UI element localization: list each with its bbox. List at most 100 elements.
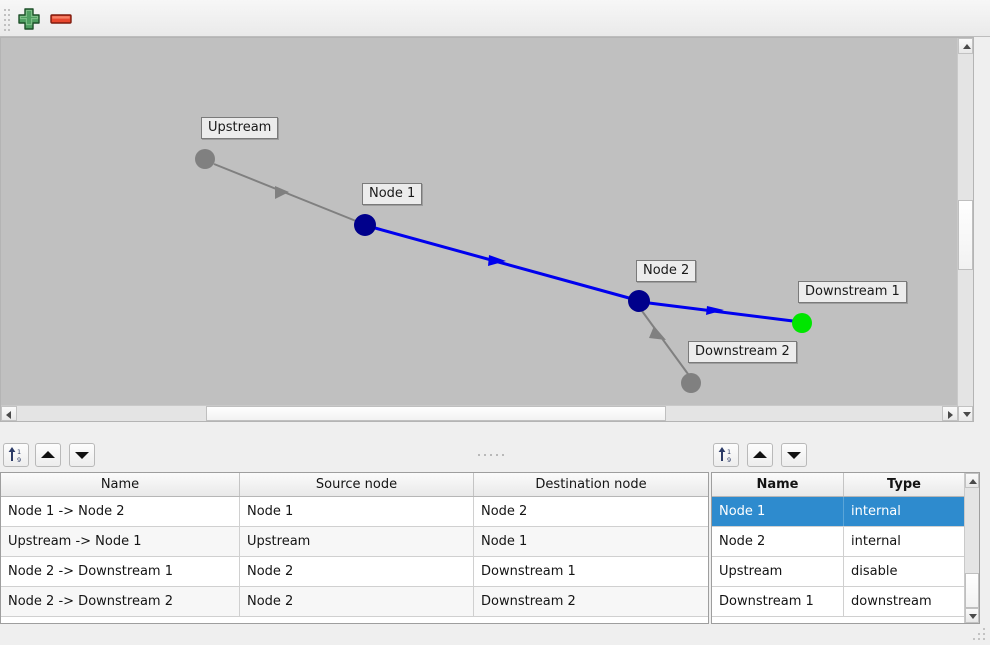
edge-destination: Downstream 2 — [481, 594, 576, 609]
graph-label-upstream[interactable]: Upstream — [201, 117, 279, 139]
triangle-up-icon — [753, 451, 767, 458]
scroll-track-upper[interactable] — [965, 488, 979, 573]
node-name: Node 1 — [712, 497, 844, 526]
node-type: internal — [851, 504, 901, 519]
edges-move-up-button[interactable] — [35, 443, 61, 467]
graph-vertical-scrollbar[interactable] — [957, 38, 973, 421]
edge-name: Node 2 -> Downstream 2 — [1, 587, 240, 616]
graph-label-node2[interactable]: Node 2 — [636, 260, 697, 282]
bottom-panels: 1 9 Name Source no — [0, 440, 990, 645]
svg-text:9: 9 — [727, 456, 731, 464]
scroll-track-upper[interactable] — [958, 54, 973, 200]
nodes-table[interactable]: Name Type Node 1 internal Node 2 interna… — [711, 472, 980, 624]
edge-node1-node2[interactable] — [374, 226, 630, 300]
triangle-up-icon — [41, 451, 55, 458]
minus-icon — [50, 14, 72, 24]
graph-label-node1[interactable]: Node 1 — [362, 183, 423, 205]
graph-horizontal-scrollbar[interactable] — [1, 405, 958, 421]
edges-table[interactable]: Name Source node Destination node Node 1… — [0, 472, 709, 624]
edge-node2-downstream1[interactable] — [648, 301, 794, 323]
graph-node-downstream1[interactable] — [792, 313, 812, 333]
edge-name: Node 2 -> Downstream 1 — [1, 557, 240, 586]
node-name: Node 2 — [712, 527, 844, 556]
hscroll-track-right[interactable] — [666, 406, 942, 421]
nodes-sort-button[interactable]: 1 9 — [713, 443, 739, 467]
svg-text:1: 1 — [727, 448, 731, 456]
graph-node-node1[interactable] — [354, 214, 376, 236]
table-row[interactable]: Node 2 internal — [712, 527, 964, 557]
graph-hscroll-thumb[interactable] — [206, 406, 666, 421]
nodes-table-scrollbar[interactable] — [964, 473, 979, 623]
chevron-left-icon — [6, 411, 11, 419]
sort-ascending-icon: 1 9 — [718, 447, 731, 464]
main-toolbar — [0, 0, 990, 37]
edge-source: Node 1 — [240, 497, 474, 526]
hscroll-track-left[interactable] — [17, 406, 206, 421]
edge-source: Upstream — [240, 527, 474, 556]
graph-node-upstream[interactable] — [195, 149, 215, 169]
node-type: internal — [851, 534, 901, 549]
edges-col-name[interactable]: Name — [1, 473, 240, 496]
edges-move-down-button[interactable] — [69, 443, 95, 467]
edge-destination: Downstream 1 — [481, 564, 576, 579]
scroll-down-button[interactable] — [958, 406, 973, 421]
edges-pane: 1 9 Name Source no — [0, 440, 710, 645]
scroll-right-button[interactable] — [942, 406, 958, 421]
table-row[interactable]: Upstream disable — [712, 557, 964, 587]
table-row[interactable]: Node 1 internal — [712, 497, 964, 527]
chevron-right-icon — [948, 411, 953, 419]
edges-col-destination[interactable]: Destination node — [535, 477, 647, 492]
nodes-col-type[interactable]: Type — [887, 477, 921, 492]
edge-upstream-node1[interactable] — [213, 163, 357, 222]
nodes-vscroll-thumb[interactable] — [965, 573, 979, 608]
node-name: Downstream 1 — [712, 587, 844, 616]
edge-destination: Node 1 — [481, 534, 528, 549]
edges-col-source[interactable]: Source node — [240, 473, 474, 496]
edge-source: Node 2 — [240, 587, 474, 616]
svg-text:9: 9 — [17, 456, 21, 464]
nodes-move-up-button[interactable] — [747, 443, 773, 467]
table-row[interactable]: Node 2 -> Downstream 2 Node 2 Downstream… — [1, 587, 708, 617]
graph-vscroll-thumb[interactable] — [958, 200, 973, 270]
graph-canvas[interactable]: Upstream Node 1 Node 2 Downstream 1 Down… — [0, 37, 974, 422]
scroll-up-button[interactable] — [958, 38, 973, 54]
svg-text:1: 1 — [17, 448, 21, 456]
graph-node-node2[interactable] — [628, 290, 650, 312]
table-row[interactable]: Node 2 -> Downstream 1 Node 2 Downstream… — [1, 557, 708, 587]
delete-node-button[interactable] — [48, 6, 74, 31]
chevron-up-icon — [969, 479, 977, 484]
graph-label-downstream1[interactable]: Downstream 1 — [798, 281, 907, 303]
table-row[interactable]: Upstream -> Node 1 Upstream Node 1 — [1, 527, 708, 557]
node-type: downstream — [851, 594, 932, 609]
nodes-table-header: Name Type — [712, 473, 964, 497]
plus-icon — [18, 8, 40, 30]
graph-label-downstream2[interactable]: Downstream 2 — [688, 341, 797, 363]
scroll-left-button[interactable] — [1, 406, 17, 421]
nodes-col-name[interactable]: Name — [712, 473, 844, 496]
edge-name: Upstream -> Node 1 — [1, 527, 240, 556]
edges-sort-button[interactable]: 1 9 — [3, 443, 29, 467]
scroll-track-lower[interactable] — [958, 270, 973, 406]
chevron-down-icon — [963, 412, 971, 417]
scroll-down-button[interactable] — [965, 608, 979, 623]
graph-panel: Upstream Node 1 Node 2 Downstream 1 Down… — [0, 37, 990, 438]
edge-node2-downstream2[interactable] — [641, 310, 689, 375]
node-name: Upstream — [712, 557, 844, 586]
scroll-up-button[interactable] — [965, 473, 979, 488]
sort-ascending-icon: 1 9 — [8, 447, 21, 464]
drag-grip[interactable] — [4, 9, 10, 31]
window-resize-grip[interactable] — [973, 628, 987, 642]
edge-destination: Node 2 — [481, 504, 528, 519]
table-row[interactable]: Node 1 -> Node 2 Node 1 Node 2 — [1, 497, 708, 527]
edges-table-header: Name Source node Destination node — [1, 473, 708, 497]
chevron-down-icon — [969, 614, 977, 619]
add-node-button[interactable] — [16, 6, 42, 31]
graph-node-downstream2[interactable] — [681, 373, 701, 393]
table-row[interactable]: Downstream 1 downstream — [712, 587, 964, 617]
edge-name: Node 1 -> Node 2 — [1, 497, 240, 526]
node-type: disable — [851, 564, 898, 579]
nodes-pane: 1 9 Name Type — [711, 440, 990, 645]
graph-svg — [195, 149, 812, 393]
nodes-move-down-button[interactable] — [781, 443, 807, 467]
